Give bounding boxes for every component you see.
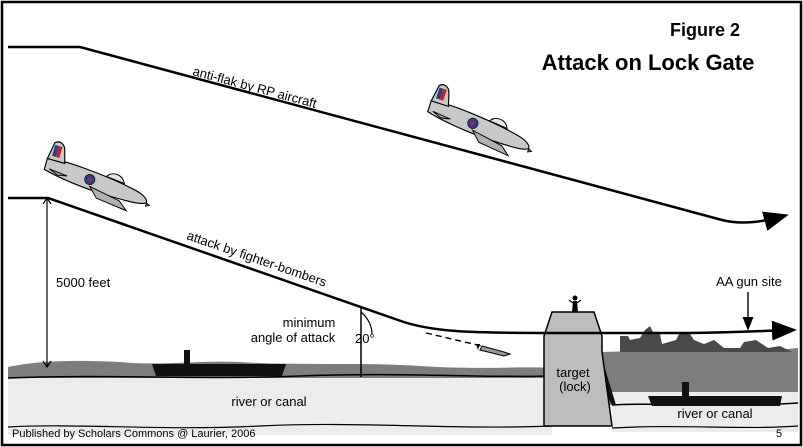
- anti-flak-flight-path: [8, 45, 789, 231]
- lock-structure: [543, 311, 613, 427]
- page-number: 5: [776, 428, 782, 440]
- min-angle-label-line1: minimum: [283, 315, 336, 330]
- min-angle-label-line2: angle of attack: [251, 330, 336, 345]
- fighter-bombers-label: attack by fighter-bombers: [185, 228, 329, 290]
- fighter-bomber-aircraft-icon: [38, 139, 161, 218]
- publisher-credit: Published by Scholars Commons @ Laurier,…: [12, 428, 256, 440]
- altitude-label: 5000 feet: [56, 275, 111, 290]
- figure-number: Figure 2: [670, 20, 740, 40]
- aa-gun-site-silhouette: [620, 326, 792, 352]
- ground-bank-right: [600, 348, 798, 405]
- anti-flak-label: anti-flak by RP aircraft: [191, 63, 319, 111]
- sentry-figure: [568, 295, 582, 312]
- rp-aircraft-icon: [421, 82, 544, 163]
- bomb-trajectory: [425, 332, 483, 347]
- figure-title: Attack on Lock Gate: [542, 50, 755, 75]
- river-left: [8, 378, 552, 435]
- target-label-line2: (lock): [559, 379, 591, 394]
- aa-gun-site-label: AA gun site: [716, 274, 782, 289]
- river-left-label: river or canal: [231, 394, 306, 409]
- angle-value: 20°: [355, 331, 375, 346]
- river-right-label: river or canal: [677, 406, 752, 421]
- barge-left: [152, 350, 286, 376]
- fighter-bomber-flight-path: [8, 196, 797, 341]
- bomb-icon: [476, 344, 512, 357]
- target-label-line1: target: [556, 365, 590, 380]
- barge-right: [648, 382, 782, 406]
